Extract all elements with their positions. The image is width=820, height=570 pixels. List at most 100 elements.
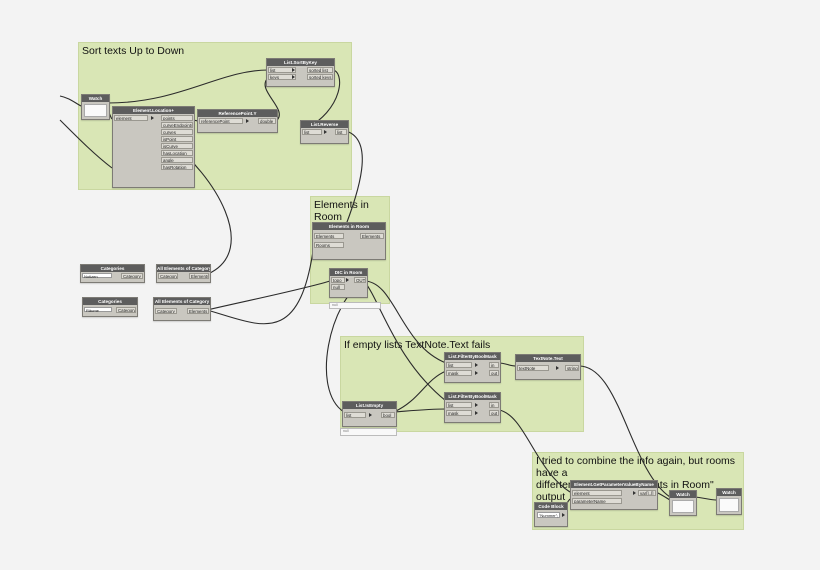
wire <box>107 69 269 104</box>
categories-node[interactable]: Categories Räume Category <box>82 297 138 317</box>
output-port-category[interactable]: Category <box>121 272 143 279</box>
wire <box>393 370 447 413</box>
output-port-var[interactable]: var[]..[] <box>638 489 656 496</box>
input-port-element[interactable]: element <box>114 114 148 121</box>
category-dropdown[interactable]: Notizen <box>82 273 112 279</box>
wire <box>498 409 571 493</box>
wire <box>206 280 331 311</box>
input-port-category[interactable]: Category <box>155 307 177 314</box>
element-getparametervaluebyname-node[interactable]: Element.GetParameterValueByName element … <box>570 480 658 510</box>
output-port[interactable]: isPoint <box>161 135 193 142</box>
output-port-out[interactable]: out <box>489 409 499 416</box>
node-title: List.FilterByBoolMask <box>445 353 500 360</box>
wire <box>59 95 82 107</box>
list-filterbyboolmask-node[interactable]: List.FilterByBoolMask list in mask out <box>444 392 501 423</box>
node-title: List.SortByKey <box>267 59 334 66</box>
input-port-referencepoint[interactable]: referencePoint <box>199 117 243 124</box>
input-port-list[interactable]: list <box>268 66 296 73</box>
wire <box>693 496 717 501</box>
node-title: Element.GetParameterValueByName <box>571 481 657 488</box>
wire <box>498 362 517 367</box>
output-port-out[interactable]: out <box>489 369 499 376</box>
input-port-elements[interactable]: Elements <box>314 232 344 239</box>
input-port-list[interactable]: list <box>344 411 366 418</box>
list-reverse-node[interactable]: List.Reverse list list <box>300 120 349 144</box>
textnote-text-node[interactable]: TextNote.Text textNote string <box>515 354 581 380</box>
list-isempty-node[interactable]: List.IsEmpty list bool <box>342 401 397 427</box>
output-port-in[interactable]: in <box>489 361 499 368</box>
input-port-rooms[interactable]: Rooms <box>314 241 344 248</box>
node-title: List.FilterByBoolMask <box>445 393 500 400</box>
watch-node[interactable]: Watch <box>716 488 742 515</box>
input-port-mask[interactable]: mask <box>446 409 472 416</box>
output-port[interactable]: isCurve <box>161 142 193 149</box>
port-arrow-icon <box>562 513 565 517</box>
output-port-in[interactable]: in <box>489 401 499 408</box>
input-port-textnote[interactable]: textNote <box>517 364 549 371</box>
watch-output <box>84 104 107 117</box>
node-title: Elements in Room <box>313 223 385 230</box>
input-port-null[interactable]: null <box>331 283 345 290</box>
output-port[interactable]: hasLocation <box>161 149 193 156</box>
input-port-list[interactable]: list <box>446 361 472 368</box>
output-port[interactable]: curveEndpoints <box>161 121 193 128</box>
watch-node[interactable]: Watch <box>81 94 110 120</box>
output-port-string[interactable]: string <box>565 364 579 371</box>
port-arrow-icon <box>633 490 636 495</box>
input-port-list[interactable]: list <box>302 128 322 135</box>
wire <box>325 280 365 413</box>
output-port-elements[interactable]: Elements <box>189 272 209 279</box>
node-preview: null <box>340 428 397 436</box>
output-port[interactable]: hasRotation <box>161 163 193 170</box>
input-port-element[interactable]: element <box>572 489 622 496</box>
output-port-bool[interactable]: bool <box>381 411 395 418</box>
node-title: TextNote.Text <box>516 355 580 362</box>
node-title: Code Block <box>535 503 567 510</box>
wire <box>59 119 113 169</box>
output-port[interactable]: curves <box>161 128 193 135</box>
watch-output <box>672 500 694 513</box>
port-arrow-icon <box>556 365 559 370</box>
code-block-editor[interactable]: "Nummer"; <box>537 512 560 518</box>
output-port-list[interactable]: list <box>335 128 347 135</box>
output-port[interactable]: angle <box>161 156 193 163</box>
categories-node[interactable]: Categories Notizen Category <box>80 264 145 283</box>
list-sortbykey-node[interactable]: List.SortByKey list sorted list keys sor… <box>266 58 335 87</box>
category-dropdown[interactable]: Räume <box>84 307 112 313</box>
output-port-elements[interactable]: Elements <box>360 232 384 239</box>
wire <box>393 408 447 413</box>
all-elements-of-category-node[interactable]: All Elements of Category Category Elemen… <box>153 297 211 321</box>
list-filterbyboolmask-node[interactable]: List.FilterByBoolMask list in mask out <box>444 352 501 383</box>
dic-in-room-node[interactable]: DIC in Room topo OUT null <box>329 268 368 298</box>
node-preview: null <box>329 302 381 309</box>
referencepoint-y-node[interactable]: ReferencePoint.Y referencePoint double <box>197 109 278 133</box>
code-block-node[interactable]: Code Block "Nummer"; <box>534 502 568 527</box>
input-port-category[interactable]: Category <box>158 272 178 279</box>
element-location-node[interactable]: Element.Location+ element points curveEn… <box>112 106 195 188</box>
watch-output <box>719 498 739 512</box>
node-title: List.IsEmpty <box>343 402 396 409</box>
elements-in-room-node[interactable]: Elements in Room Elements Elements Rooms <box>312 222 386 260</box>
output-port-elements[interactable]: Elements <box>187 307 209 314</box>
input-port-mask[interactable]: mask <box>446 369 472 376</box>
output-port-out[interactable]: OUT <box>354 276 366 283</box>
port-arrow-icon <box>246 118 249 123</box>
node-title: ReferencePoint.Y <box>198 110 277 117</box>
output-port-sorted-keys[interactable]: sorted keys <box>307 73 333 80</box>
port-arrow-icon <box>475 370 478 375</box>
output-port-double[interactable]: double <box>258 117 276 124</box>
all-elements-of-category-node[interactable]: All Elements of Category Category Elemen… <box>156 264 211 283</box>
input-port-parametername[interactable]: parameterName <box>572 497 622 504</box>
watch-node[interactable]: Watch <box>669 490 697 516</box>
input-port-keys[interactable]: keys <box>268 73 296 80</box>
wire <box>264 77 280 122</box>
output-port-sorted-list[interactable]: sorted list <box>307 66 333 73</box>
output-port[interactable]: points <box>161 114 193 121</box>
output-port-category[interactable]: Category <box>116 306 136 313</box>
port-arrow-icon <box>369 412 372 417</box>
input-port-topo[interactable]: topo <box>331 276 345 283</box>
node-title: Element.Location+ <box>113 107 194 114</box>
input-port-list[interactable]: list <box>446 401 472 408</box>
